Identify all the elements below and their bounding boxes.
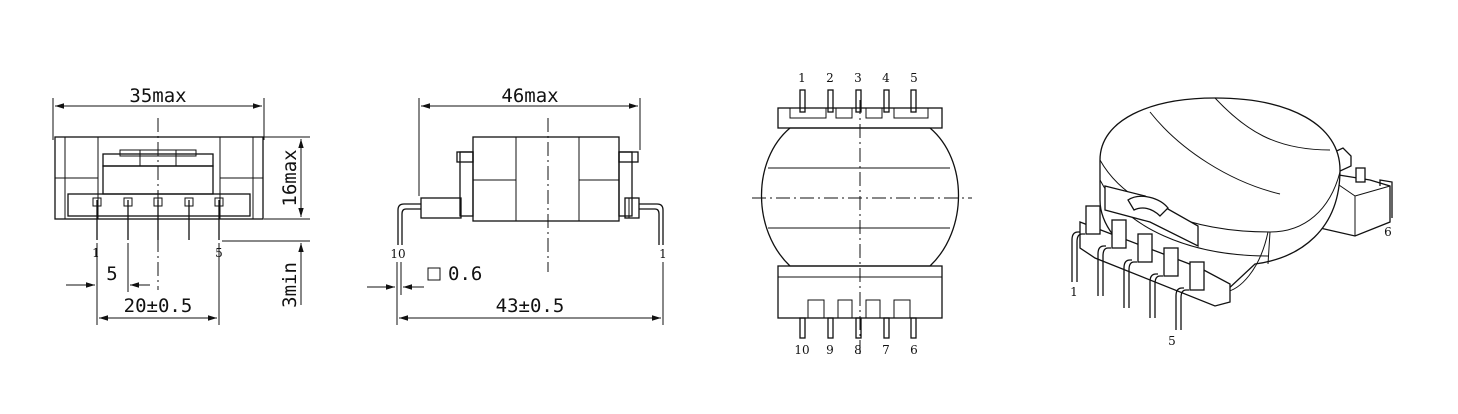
iso-front-pins xyxy=(1071,205,1205,330)
length-max-label: 46max xyxy=(501,85,558,107)
side-view: 46max 10 1 0.6 43±0.5 xyxy=(367,85,667,325)
bottom-pin-label: 7 xyxy=(882,343,890,357)
top-pins xyxy=(799,89,917,113)
side-core xyxy=(472,136,620,222)
side-pin-right xyxy=(639,203,664,245)
top-pin-label: 4 xyxy=(882,71,890,85)
front-view: 35max 1 5 xyxy=(52,85,310,325)
iso-pin-c-label: 6 xyxy=(1384,225,1392,239)
length-pins-label: 43±0.5 xyxy=(496,295,565,317)
pin-size-label: 0.6 xyxy=(448,263,482,285)
height-max-label: 16max xyxy=(279,149,301,206)
iso-pin-a-label: 1 xyxy=(1070,285,1078,299)
width-max-label: 35max xyxy=(129,85,186,107)
top-pin-label: 3 xyxy=(854,71,862,85)
side-pin-left-label: 10 xyxy=(390,247,405,261)
iso-pin-b-label: 5 xyxy=(1168,334,1176,348)
pin-len-min-label: 3min xyxy=(279,262,301,308)
top-pin-label: 1 xyxy=(798,71,806,85)
bottom-pins xyxy=(799,317,917,339)
square-pin-icon xyxy=(427,267,441,281)
side-pin-right-label: 1 xyxy=(659,247,667,261)
top-view: 1 2 3 4 5 10 9 8 7 6 xyxy=(752,71,972,357)
front-pin-left-label: 1 xyxy=(92,246,100,260)
bottom-pin-label: 10 xyxy=(794,343,809,357)
bottom-pin-label: 9 xyxy=(826,343,834,357)
top-pin-label: 5 xyxy=(910,71,918,85)
top-pin-label: 2 xyxy=(826,71,834,85)
side-pin-left xyxy=(397,203,421,245)
isometric-view: 6 1 5 xyxy=(1070,97,1393,348)
pin-pitch-label: 5 xyxy=(106,263,117,285)
bottom-pin-label: 6 xyxy=(910,343,918,357)
row-pitch-label: 20±0.5 xyxy=(124,295,193,317)
bottom-pin-label: 8 xyxy=(854,343,862,357)
iso-pin-6 xyxy=(1379,179,1393,218)
